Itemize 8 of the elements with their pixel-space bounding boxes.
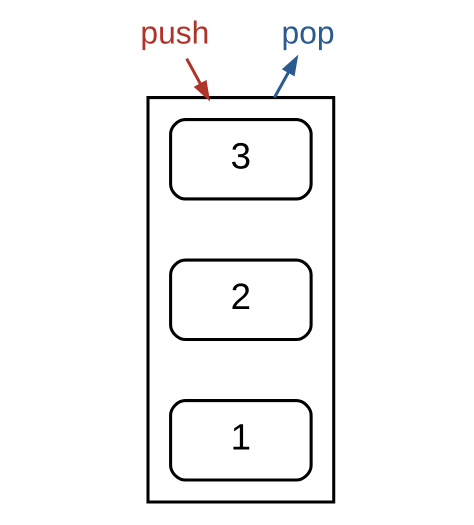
cluster: [146, 96, 335, 504]
node-box: 3: [168, 118, 312, 200]
arrow: [184, 58, 210, 102]
node-box: 2: [168, 258, 312, 341]
arrow: [272, 54, 298, 98]
node-text: pop: [281, 14, 334, 51]
node-text: push: [140, 14, 209, 51]
node-box: 1: [168, 399, 312, 482]
